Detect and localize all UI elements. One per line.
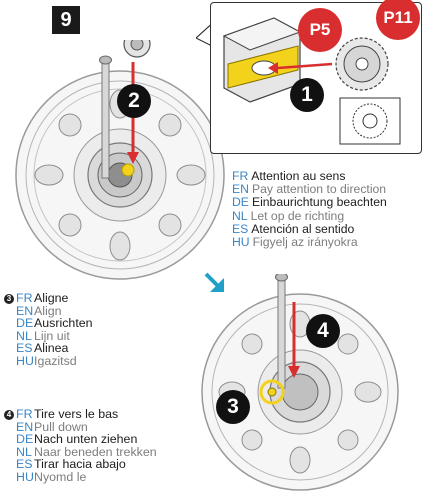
- step-circle-4: 4: [306, 314, 340, 348]
- step-circle-3: 3: [216, 390, 250, 424]
- badge-p5: P5: [298, 8, 342, 52]
- align-line-en: ENAlign: [16, 303, 62, 318]
- callout-arrow-head: [268, 62, 278, 74]
- legend-marker-4: 4: [4, 410, 14, 420]
- insert-arrow-head: [127, 152, 139, 164]
- gear-p11: [335, 37, 389, 91]
- next-arrow-icon: [204, 272, 224, 292]
- wheel-windows: [34, 89, 206, 261]
- align-line-hu: HUIgazitsd: [16, 353, 77, 368]
- callout-illustration: [222, 17, 401, 145]
- badge-p11: P11: [376, 0, 420, 40]
- top-wheel-illustration: [15, 40, 225, 280]
- hub-part: [222, 17, 302, 103]
- align-line-es: ESAlinea: [16, 341, 69, 356]
- step-number-box: 9: [52, 6, 80, 34]
- yellow-hole-marker: [121, 163, 135, 177]
- legend-marker-3: 3: [4, 294, 14, 304]
- pull-line-en: ENPull down: [16, 419, 88, 434]
- bottom-wheel-illustration: [201, 274, 399, 491]
- step-circle-1: 1: [290, 78, 324, 112]
- pull-line-hu: HUNyomd le: [16, 469, 87, 484]
- pull-arrow-head: [288, 366, 300, 378]
- align-ring-marker: [259, 379, 285, 405]
- align-line-de: DEAusrichten: [16, 316, 93, 331]
- callout-arrow: [277, 62, 333, 70]
- pull-line-es: ESTirar hacia abajo: [16, 457, 126, 472]
- top-gear-part: [123, 40, 151, 58]
- axle-rod: [99, 55, 112, 179]
- pull-line-de: DENach unten ziehen: [16, 432, 138, 447]
- step-circle-2: 2: [117, 84, 151, 118]
